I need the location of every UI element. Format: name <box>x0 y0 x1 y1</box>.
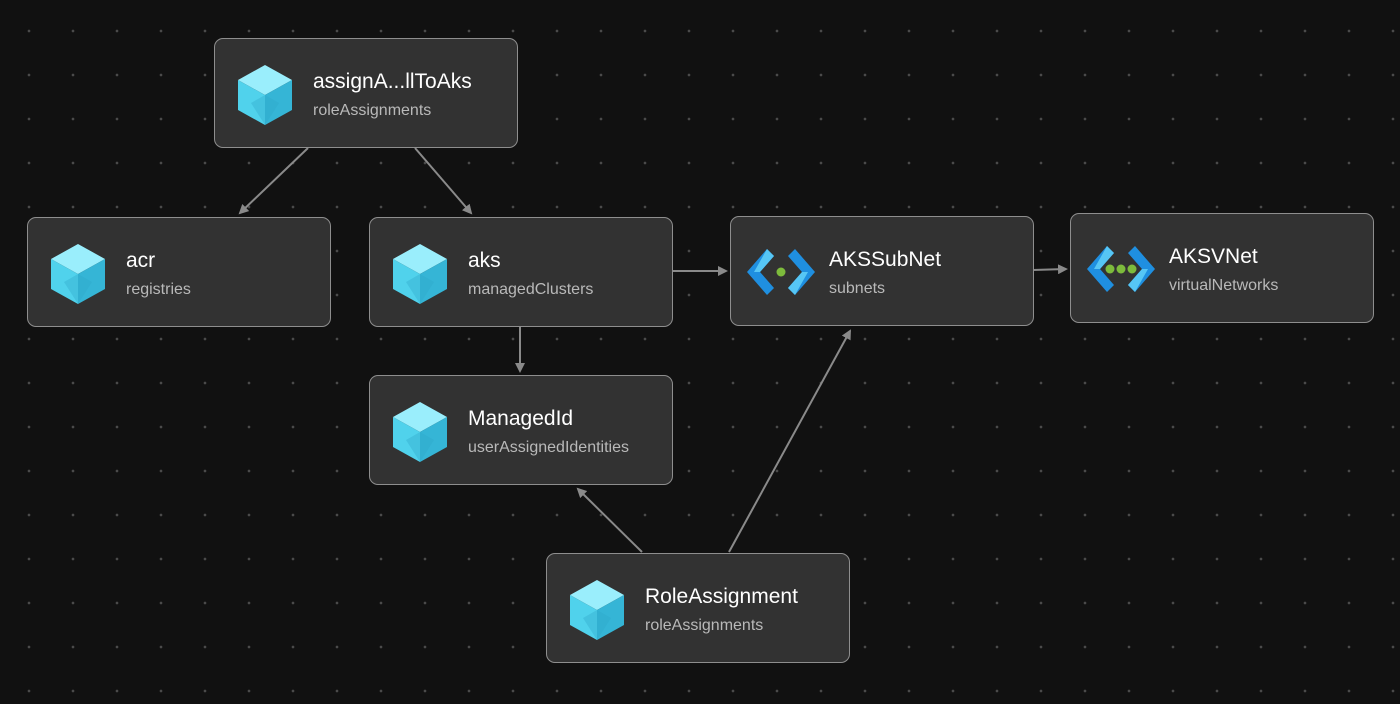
node-subtitle: roleAssignments <box>645 617 764 634</box>
node-title: aks <box>468 249 501 272</box>
cube-icon <box>390 242 450 306</box>
node-title: acr <box>126 249 156 272</box>
cube-icon <box>235 63 295 127</box>
node-subtitle: roleAssignments <box>313 102 432 119</box>
edge-role-to-managedid <box>576 487 643 553</box>
node-title: ManagedId <box>468 407 574 430</box>
edge-assign-to-acr <box>238 147 309 215</box>
subnet-icon <box>745 243 817 301</box>
node-title: AKSSubNet <box>829 248 942 271</box>
node-aks-vnet[interactable]: AKSVNet virtualNetworks <box>1070 213 1374 323</box>
node-subtitle: userAssignedIdentities <box>468 439 629 456</box>
vnet-icon <box>1085 240 1157 298</box>
node-role-assignment[interactable]: RoleAssignment roleAssignments <box>546 553 850 663</box>
edge-role-to-subnet <box>728 329 851 553</box>
node-aks-subnet[interactable]: AKSSubNet subnets <box>730 216 1034 326</box>
node-subtitle: registries <box>126 281 191 298</box>
node-managed-id[interactable]: ManagedId userAssignedIdentities <box>369 375 673 485</box>
edge-subnet-to-vnet <box>1032 264 1068 275</box>
node-subtitle: managedClusters <box>468 281 594 298</box>
cube-icon <box>48 242 108 306</box>
node-aks[interactable]: aks managedClusters <box>369 217 673 327</box>
node-subtitle: virtualNetworks <box>1169 277 1279 294</box>
node-acr[interactable]: acr registries <box>27 217 331 327</box>
cube-icon <box>390 400 450 464</box>
cube-icon <box>567 578 627 642</box>
node-title: assignA...llToAks <box>313 70 472 93</box>
node-subtitle: subnets <box>829 280 886 297</box>
node-title: AKSVNet <box>1169 245 1258 268</box>
edge-assign-to-aks <box>414 147 473 215</box>
node-title: RoleAssignment <box>645 585 798 608</box>
node-assign-role[interactable]: assignA...llToAks roleAssignments <box>214 38 518 148</box>
